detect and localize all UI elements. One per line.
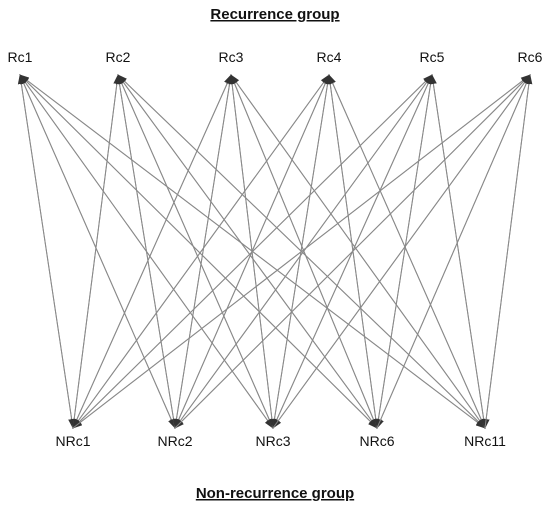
- edge-NRc2-to-Rc5: [174, 74, 433, 429]
- edge-NRc2-to-Rc6: [174, 74, 531, 429]
- node-label-nrc11: NRc11: [464, 433, 506, 449]
- node-label-nrc3: NRc3: [255, 433, 290, 449]
- edge-NRc1-to-Rc3: [72, 74, 232, 429]
- edge-NRc11-to-Rc4: [328, 74, 486, 429]
- edge-NRc6-to-Rc1: [19, 74, 378, 429]
- edge-NRc1-to-Rc4: [72, 74, 330, 429]
- edge-NRc6-to-Rc2: [117, 74, 378, 429]
- node-label-nrc1: NRc1: [55, 433, 90, 449]
- non-recurrence-group-title: Non-recurrence group: [196, 485, 354, 502]
- edge-NRc11-to-Rc6: [484, 74, 533, 429]
- edges-layer: [17, 74, 533, 429]
- node-label-nrc6: NRc6: [359, 433, 394, 449]
- recurrence-group-title: Recurrence group: [210, 6, 339, 23]
- edge-NRc1-to-Rc1: [17, 74, 74, 429]
- edge-NRc1-to-Rc2: [72, 74, 121, 429]
- bottom-node-labels: NRc1 NRc2 NRc3 NRc6 NRc11: [55, 433, 506, 449]
- edge-NRc11-to-Rc3: [230, 74, 486, 429]
- node-label-rc6: Rc6: [518, 49, 543, 65]
- edge-NRc3-to-Rc2: [117, 74, 274, 429]
- node-label-rc4: Rc4: [317, 49, 342, 65]
- edge-NRc2-to-Rc3: [174, 74, 234, 429]
- edge-NRc3-to-Rc6: [272, 74, 531, 429]
- edge-NRc6-to-Rc6: [376, 74, 531, 429]
- edge-NRc1-to-Rc6: [72, 74, 531, 429]
- edge-NRc11-to-Rc5: [429, 74, 486, 429]
- node-label-rc5: Rc5: [420, 49, 445, 65]
- edge-NRc2-to-Rc2: [115, 74, 176, 429]
- node-label-rc2: Rc2: [106, 49, 131, 65]
- edge-NRc6-to-Rc5: [376, 74, 435, 429]
- node-label-nrc2: NRc2: [157, 433, 192, 449]
- node-label-rc3: Rc3: [219, 49, 244, 65]
- edge-NRc1-to-Rc5: [72, 74, 433, 429]
- node-label-rc1: Rc1: [8, 49, 33, 65]
- top-node-labels: Rc1 Rc2 Rc3 Rc4 Rc5 Rc6: [8, 49, 543, 65]
